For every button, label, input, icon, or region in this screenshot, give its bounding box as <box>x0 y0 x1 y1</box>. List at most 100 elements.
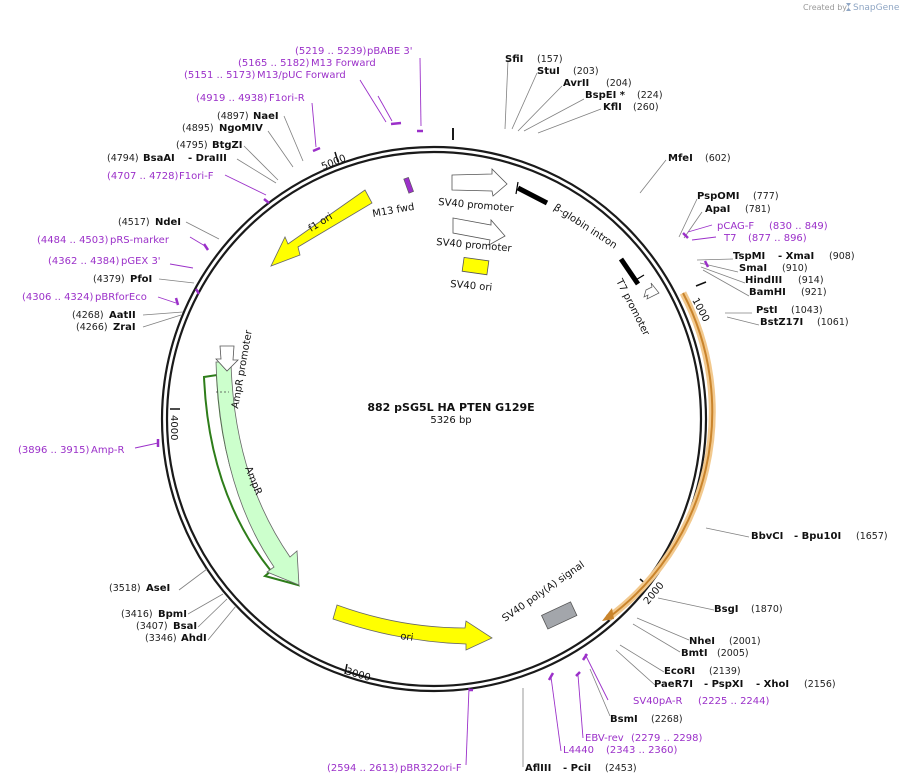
enzyme-zrai[interactable]: ZraI <box>113 322 136 333</box>
enzyme-bspei[interactable]: BspEI * <box>585 90 626 101</box>
sv40-promoter-2-feature[interactable] <box>452 217 506 246</box>
m13-fwd-label: M13 fwd <box>372 202 416 220</box>
enzyme-bspei-pos: (224) <box>637 90 663 101</box>
enzyme-draiii[interactable]: - DraIII <box>188 153 227 164</box>
plasmid-name: 882 pSG5L HA PTEN G129E <box>367 401 534 414</box>
sv40-polya-feature[interactable] <box>541 601 578 630</box>
enzyme-bpmi[interactable]: BpmI <box>158 609 187 620</box>
credit-brand: SnapGene <box>853 3 900 13</box>
enzyme-stui[interactable]: StuI <box>537 66 560 77</box>
enzyme-bstz17i[interactable]: BstZ17I <box>760 317 803 328</box>
enzyme-naei[interactable]: NaeI <box>253 111 279 122</box>
primer-m13-forward[interactable]: M13 Forward <box>311 58 376 69</box>
primer-leaders <box>134 57 717 766</box>
sv40-promoter-2-label: SV40 promoter <box>436 237 513 255</box>
enzyme-mfei-pos: (602) <box>705 153 731 164</box>
enzyme-nhei[interactable]: NheI <box>689 636 715 647</box>
enzyme-apai[interactable]: ApaI <box>705 204 730 215</box>
enzyme-kfli-pos: (260) <box>633 102 659 113</box>
enzyme-smai[interactable]: SmaI <box>739 263 767 274</box>
primer-f1ori-f[interactable]: F1ori-F <box>179 171 214 182</box>
primer-prs-marker-pos: (4484 .. 4503) <box>37 235 109 246</box>
enzyme-naei-pos: (4897) <box>217 111 249 122</box>
primer-pcag-f[interactable]: pCAG-F <box>717 221 754 232</box>
enzyme-bamhi[interactable]: BamHI <box>749 287 786 298</box>
enzyme-pspomi[interactable]: PspOMI <box>697 191 739 202</box>
enzyme-xhoi[interactable]: - XhoI <box>756 679 789 690</box>
enzyme-bsmi[interactable]: BsmI <box>610 714 638 725</box>
enzyme-ndei[interactable]: NdeI <box>155 217 181 228</box>
primer-pbabe3[interactable]: pBABE 3' <box>367 46 413 57</box>
primer-sv40pa-r[interactable]: SV40pA-R <box>633 696 682 707</box>
primer-pbr322ori-f[interactable]: pBR322ori-F <box>400 763 462 774</box>
primer-t7[interactable]: T7 <box>723 233 736 244</box>
primer-l4440-pos: (2343 .. 2360) <box>606 745 678 756</box>
enzyme-ngomiv-pos: (4895) <box>182 123 214 134</box>
primer-prs-marker[interactable]: pRS-marker <box>110 235 170 246</box>
enzyme-pspxi[interactable]: - PspXI <box>704 679 743 690</box>
enzyme-xmai[interactable]: - XmaI <box>778 251 814 262</box>
sv40-promoter-1-feature[interactable] <box>451 168 508 197</box>
tick-5000: 5000 <box>320 153 348 173</box>
primer-pgex3-pos: (4362 .. 4384) <box>48 256 120 267</box>
primer-amp-r-pos: (3896 .. 3915) <box>18 445 90 456</box>
enzyme-mfei[interactable]: MfeI <box>668 153 693 164</box>
tick-4000: 4000 <box>168 415 179 440</box>
enzyme-ecori-pos: (2139) <box>709 666 741 677</box>
enzyme-apai-pos: (781) <box>745 204 771 215</box>
primer-pbrforeco[interactable]: pBRforEco <box>95 292 147 303</box>
f1-ori-feature[interactable] <box>270 189 373 267</box>
enzyme-asei[interactable]: AseI <box>146 583 170 594</box>
enzyme-smai-pos: (910) <box>782 263 808 274</box>
ori-feature[interactable] <box>332 604 493 651</box>
ampr-promoter-feature[interactable] <box>215 345 239 372</box>
enzyme-sfii[interactable]: SfiI <box>505 54 523 65</box>
primer-pbr322ori-f-pos: (2594 .. 2613) <box>327 763 399 774</box>
enzyme-ecori[interactable]: EcoRI <box>664 666 695 677</box>
enzyme-bsgi[interactable]: BsgI <box>714 604 738 615</box>
m13-fwd-feature[interactable] <box>403 177 414 194</box>
enzyme-avrii-pos: (204) <box>606 78 632 89</box>
snapgene-logo-icon <box>846 3 851 11</box>
enzyme-avrii[interactable]: AvrII <box>563 78 589 89</box>
enzyme-hindiii[interactable]: HindIII <box>745 275 782 286</box>
enzyme-bsai-pos: (3407) <box>136 621 168 632</box>
primer-pgex3[interactable]: pGEX 3' <box>121 256 161 267</box>
enzyme-tspmi[interactable]: TspMI <box>733 251 765 262</box>
ampr-promoter-label: AmpR promoter <box>230 328 255 409</box>
enzyme-pfoi[interactable]: PfoI <box>130 274 152 285</box>
enzyme-btgzi-pos: (4795) <box>176 140 208 151</box>
enzyme-afliii[interactable]: AflIII <box>525 763 551 774</box>
primer-f1ori-r-pos: (4919 .. 4938) <box>196 93 268 104</box>
enzyme-bpu10i[interactable]: - Bpu10I <box>794 531 841 542</box>
enzyme-aatii[interactable]: AatII <box>109 310 136 321</box>
sv40-promoter-1-label: SV40 promoter <box>438 197 515 215</box>
enzyme-paer7i[interactable]: PaeR7I <box>654 679 693 690</box>
enzyme-psti[interactable]: PstI <box>756 305 778 316</box>
enzyme-sfii-pos: (157) <box>537 54 563 65</box>
enzyme-ahdi[interactable]: AhdI <box>181 633 207 644</box>
primer-m13puc-forward[interactable]: M13/pUC Forward <box>257 70 346 81</box>
enzyme-bpmi-pos: (3416) <box>121 609 153 620</box>
primer-f1ori-r[interactable]: F1ori-R <box>269 93 305 104</box>
primer-ebv-rev[interactable]: EBV-rev <box>585 733 624 744</box>
insert-feature[interactable] <box>607 292 714 619</box>
enzyme-ngomiv[interactable]: NgoMIV <box>219 123 263 134</box>
primer-l4440[interactable]: L4440 <box>563 745 594 756</box>
backbone-outer <box>160 145 708 693</box>
enzyme-btgzi[interactable]: BtgZI <box>212 140 243 151</box>
beta-globin-intron-feature[interactable] <box>516 185 549 206</box>
enzyme-bsaai[interactable]: BsaAI <box>143 153 175 164</box>
primer-amp-r[interactable]: Amp-R <box>91 445 125 456</box>
sv40-ori-feature[interactable] <box>461 256 490 276</box>
enzyme-pspomi-pos: (777) <box>753 191 779 202</box>
enzyme-pcii[interactable]: - PciI <box>563 763 591 774</box>
enzyme-leaders <box>142 59 760 767</box>
enzyme-bsai[interactable]: BsaI <box>173 621 197 632</box>
enzyme-bmti[interactable]: BmtI <box>681 648 708 659</box>
enzyme-zrai-pos: (4266) <box>76 322 108 333</box>
enzyme-bbvci[interactable]: BbvCI <box>751 531 783 542</box>
ampr-feature[interactable] <box>215 361 300 586</box>
enzyme-kfli[interactable]: KflI <box>603 102 622 113</box>
enzyme-bamhi-pos: (921) <box>801 287 827 298</box>
